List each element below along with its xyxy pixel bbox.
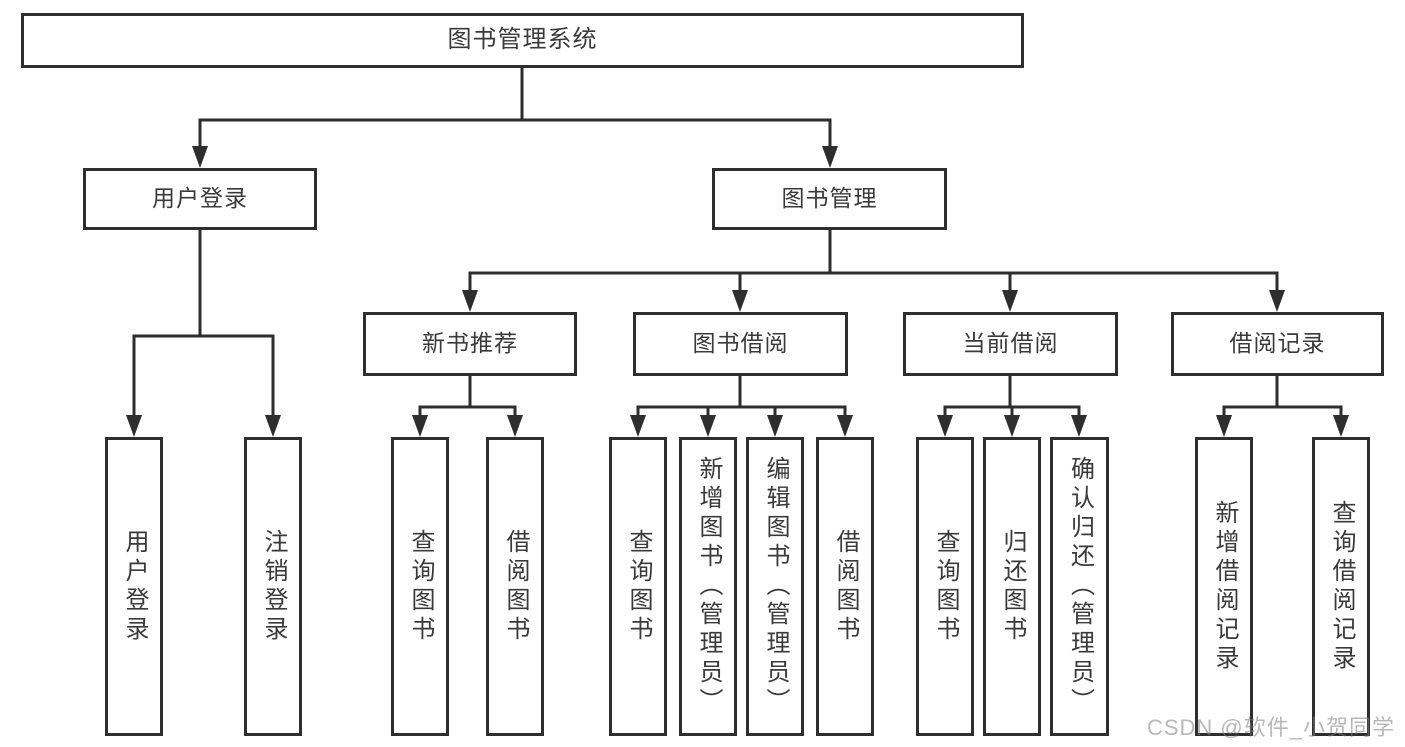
connector-book-management (468, 230, 1279, 294)
leaf-query-borrow-record: 查询借阅记录 (1312, 437, 1370, 736)
node-label: 查询借阅记录 (1328, 499, 1355, 674)
connector-user-login (132, 230, 275, 419)
node-borrowing-records: 借阅记录 (1171, 312, 1384, 376)
leaf-add-borrow-record: 新增借阅记录 (1195, 437, 1253, 736)
node-label: 用户登录 (121, 528, 148, 645)
leaf-user-login: 用户登录 (105, 437, 163, 736)
node-label: 新增图书（管理员） (695, 456, 722, 717)
connector-book-borrow (636, 376, 847, 419)
arrowheads (126, 146, 1349, 437)
node-label: 新书推荐 (422, 330, 518, 357)
node-label: 注销登录 (260, 528, 287, 645)
node-book-borrowing: 图书借阅 (633, 312, 848, 376)
leaf-logout: 注销登录 (244, 437, 302, 736)
leaf-query-books-recommend: 查询图书 (391, 437, 449, 736)
node-label: 当前借阅 (962, 330, 1059, 357)
connector-borrow-records (1222, 376, 1343, 419)
node-label: 新增借阅记录 (1211, 499, 1238, 674)
connector-new-book (418, 376, 517, 419)
node-library-management-system: 图书管理系统 (21, 13, 1024, 68)
node-label: 查询图书 (932, 528, 959, 645)
leaf-edit-books-admin: 编辑图书（管理员） (746, 437, 804, 736)
leaf-add-books-admin: 新增图书（管理员） (679, 437, 737, 736)
node-label: 借阅图书 (832, 528, 859, 645)
leaf-borrow-books-recommend: 借阅图书 (486, 437, 544, 736)
leaf-query-books-borrowing: 查询图书 (609, 437, 667, 736)
connector-root (198, 68, 832, 150)
node-label: 图书借阅 (692, 330, 789, 357)
node-label: 归还图书 (999, 528, 1026, 645)
leaf-query-books-current: 查询图书 (916, 437, 974, 736)
leaf-return-books: 归还图书 (983, 437, 1041, 736)
csdn-watermark: CSDN @软件_小贺同学 (1146, 715, 1395, 740)
node-label: 借阅记录 (1229, 330, 1326, 357)
node-user-login: 用户登录 (83, 168, 317, 230)
node-label: 用户登录 (152, 185, 248, 212)
connector-current-borrow (943, 376, 1081, 419)
leaf-borrow-books: 借阅图书 (816, 437, 874, 736)
node-label: 图书管理系统 (447, 26, 598, 54)
node-label: 查询图书 (407, 528, 434, 645)
node-new-book-recommend: 新书推荐 (363, 312, 577, 376)
node-label: 编辑图书（管理员） (762, 456, 789, 717)
node-label: 查询图书 (625, 528, 652, 645)
node-label: 借阅图书 (502, 528, 529, 645)
node-label: 图书管理 (781, 185, 878, 212)
node-label: 确认归还（管理员） (1066, 456, 1094, 717)
leaf-confirm-return-admin: 确认归还（管理员） (1050, 437, 1109, 736)
node-book-management: 图书管理 (712, 168, 947, 230)
node-current-borrowing: 当前借阅 (903, 312, 1118, 376)
